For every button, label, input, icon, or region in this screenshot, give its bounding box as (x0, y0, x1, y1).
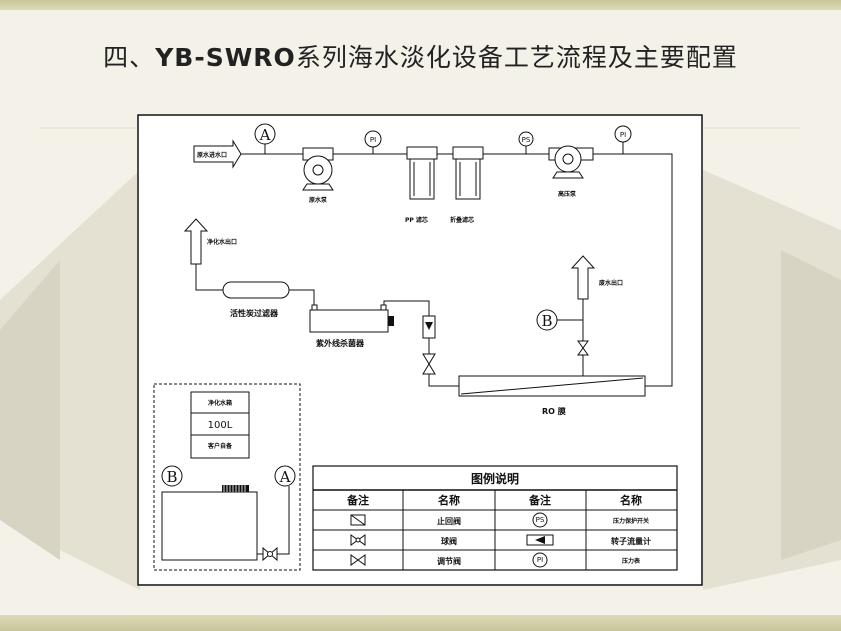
ball-valve-icon (262, 546, 278, 562)
pressure-gauge-icon: PI (364, 130, 382, 154)
ro-membrane-icon: RO 膜 (458, 375, 646, 416)
uv-sterilizer-icon: 紫外线杀菌器 (309, 304, 394, 348)
high-pressure-pump-icon: 高压泵 (548, 145, 594, 198)
marker-a-tank: A (279, 468, 291, 486)
legend-title: 图例说明 (471, 471, 519, 486)
legend-row-1-left-name: 止回阀 (437, 516, 461, 526)
process-flow-diagram: 原水进水口 A 原水泵 PI PP 滤芯 折叠滤芯 PS (137, 114, 703, 586)
pp-filter-icon: PP 滤芯 (405, 146, 438, 224)
bottom-accent-bar (0, 615, 841, 631)
top-accent-bar (0, 0, 841, 10)
pressure-gauge-icon: PI (614, 125, 632, 154)
legend-table: 图例说明 备注 名称 备注 名称 止回阀 PS 压力保护开关 球阀 转子流量计 (312, 465, 678, 571)
pure-water-outlet-arrow: 净化水出口 (183, 218, 237, 265)
slide-title: 四、YB-SWRO系列海水淡化设备工艺流程及主要配置 (0, 38, 841, 74)
raw-water-inlet-arrow: 原水进水口 (193, 139, 242, 169)
marker-a-top: A (259, 126, 271, 144)
pleated-filter-icon: 折叠滤芯 (450, 146, 484, 224)
title-suffix: 系列海水淡化设备工艺流程及主要配置 (295, 43, 738, 72)
legend-pi-label: PI (537, 556, 543, 564)
legend-pressure-gauge-icon: PI (532, 552, 548, 568)
pure-outlet-label: 净化水出口 (207, 238, 237, 246)
legend-check-valve-icon (350, 514, 366, 526)
tank-info-box: 净化水箱 100L 客户自备 (190, 391, 250, 459)
water-tank-icon (161, 485, 258, 561)
waste-outlet-label: 废水出口 (599, 279, 623, 287)
legend-row-3-right-name: 压力表 (622, 557, 641, 565)
sample-point-b: B (536, 309, 558, 331)
high-pump-label: 高压泵 (558, 190, 577, 198)
legend-row-3-left-name: 调节阀 (437, 556, 461, 566)
legend-row-2-left-name: 球阀 (441, 536, 457, 546)
legend-row-2-right-name: 转子流量计 (611, 536, 651, 546)
waste-water-outlet-arrow: 废水出口 (570, 255, 623, 300)
pp-filter-label: PP 滤芯 (405, 216, 428, 224)
pi-label-2: PI (620, 131, 626, 139)
raw-pump-label: 原水泵 (309, 196, 328, 204)
tank-note: 客户自备 (207, 442, 233, 450)
marker-b-ro: B (541, 312, 552, 330)
tank-dashed-boundary (153, 383, 301, 571)
pressure-switch-icon: PS (518, 131, 534, 154)
tank-a-marker: A (274, 465, 296, 487)
tank-volume: 100L (208, 420, 233, 431)
legend-col-name-1: 名称 (438, 493, 460, 507)
raw-water-pump-icon: 原水泵 (302, 147, 334, 204)
title-prefix: 四、 (103, 43, 156, 72)
legend-ball-valve-icon (350, 534, 366, 546)
legend-col-name-2: 名称 (620, 493, 642, 507)
marker-b-tank: B (166, 468, 177, 486)
carbon-filter-icon: 活性炭过滤器 (222, 281, 290, 318)
sample-point-a: A (254, 123, 276, 154)
uv-label: 紫外线杀菌器 (316, 338, 365, 348)
flow-meter-icon (422, 315, 436, 339)
tank-title: 净化水箱 (208, 399, 232, 407)
title-model: YB-SWRO (155, 43, 296, 72)
legend-flow-meter-icon (526, 534, 554, 546)
ps-label: PS (522, 136, 531, 144)
carbon-filter-label: 活性炭过滤器 (230, 308, 279, 318)
pleated-filter-label: 折叠滤芯 (450, 216, 474, 224)
inlet-label: 原水进水口 (197, 151, 227, 159)
pi-label-1: PI (370, 136, 376, 144)
waste-valve-icon (577, 340, 589, 356)
legend-pressure-switch-icon: PS (532, 512, 548, 528)
tank-b-marker: B (161, 465, 183, 487)
legend-col-note-2: 备注 (528, 493, 551, 507)
legend-regulating-valve-icon (350, 554, 366, 566)
legend-ps-label: PS (536, 516, 545, 524)
legend-row-1-right-name: 压力保护开关 (613, 517, 649, 525)
ro-label: RO 膜 (542, 406, 566, 416)
legend-col-note-1: 备注 (346, 493, 369, 507)
